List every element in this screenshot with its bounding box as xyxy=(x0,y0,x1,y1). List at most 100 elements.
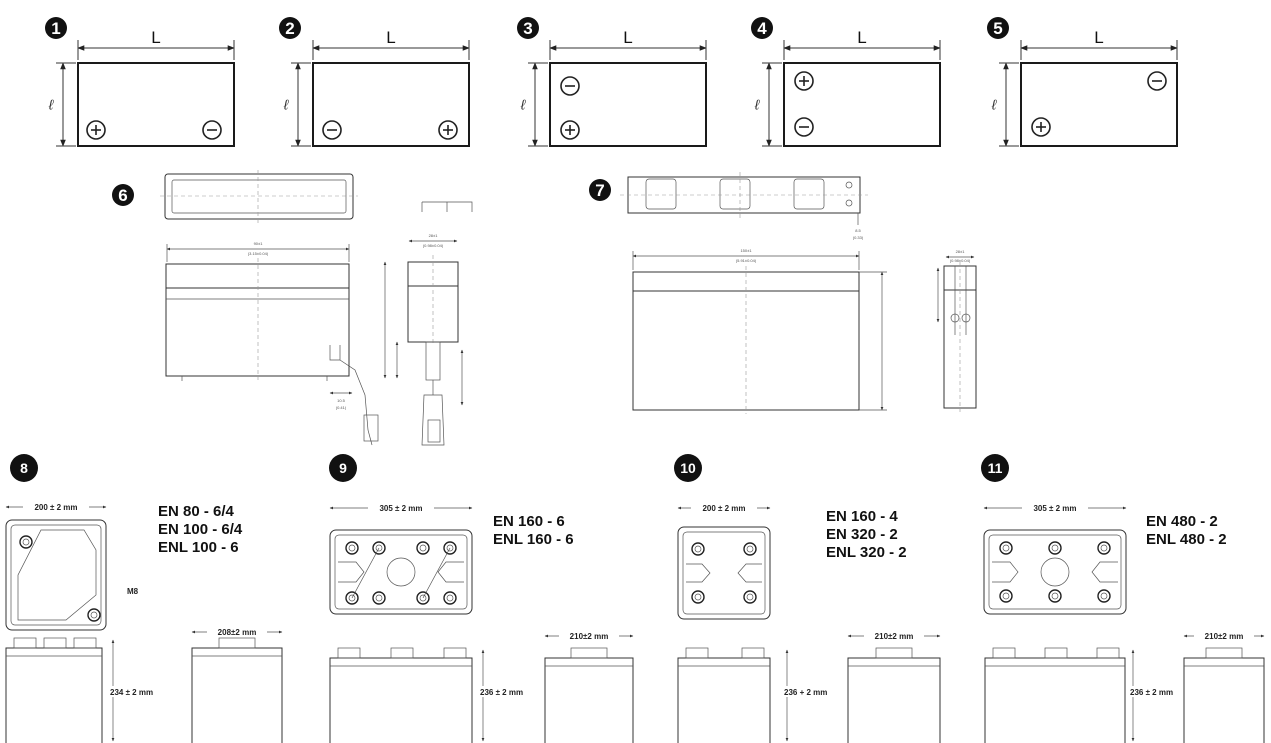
terminal-post-icon xyxy=(691,542,705,556)
model-name: EN 160 - 4 xyxy=(826,508,898,525)
depth-dimension: 208±2 mm xyxy=(218,628,257,637)
number-label: 2 xyxy=(285,19,294,38)
label-bg xyxy=(864,630,924,641)
front-view xyxy=(165,263,350,377)
number-badge xyxy=(279,17,301,39)
number-badge xyxy=(987,17,1009,39)
terminal-circle xyxy=(322,120,342,140)
dim-text: (0.33) xyxy=(853,235,864,240)
top-view-inner xyxy=(682,531,766,615)
terminal-post-inner xyxy=(1100,592,1108,600)
dim-text: (0.41) xyxy=(336,405,347,410)
dim-text: 10.5 xyxy=(337,398,346,403)
number-badge xyxy=(45,17,67,39)
width-label: ℓ xyxy=(283,97,289,113)
number-label: 9 xyxy=(339,460,347,476)
terminal-circle xyxy=(794,71,814,91)
positive-terminal-icon: + xyxy=(560,120,580,140)
terminal-post-icon xyxy=(345,541,359,555)
terminal-cap xyxy=(13,637,37,649)
connector-bar xyxy=(422,547,451,599)
terminal-post-icon xyxy=(999,541,1013,555)
arrow-marker xyxy=(992,561,1019,583)
terminal-circle xyxy=(794,117,814,137)
terminal-post-icon xyxy=(1048,589,1062,603)
terminal-cap xyxy=(337,647,361,659)
terminal-cap xyxy=(1044,647,1068,659)
length-label: L xyxy=(386,28,395,47)
height-dimension: 234 ± 2 mm xyxy=(110,688,153,697)
handle xyxy=(570,647,608,659)
top-view-inner xyxy=(10,524,102,626)
dim-text: (3.15±0.04) xyxy=(248,251,269,256)
label-bg xyxy=(1129,686,1185,697)
terminal-cap xyxy=(992,647,1016,659)
depth-dimension: 210±2 mm xyxy=(570,632,609,641)
terminal-post-inner xyxy=(446,544,454,552)
top-view-inner xyxy=(988,534,1122,610)
negative-terminal-icon: − xyxy=(322,120,342,140)
terminal-circle xyxy=(1031,117,1051,137)
terminal-post-icon xyxy=(416,541,430,555)
length-label: L xyxy=(1094,28,1103,47)
top-view xyxy=(329,529,473,615)
label-bg xyxy=(207,626,267,637)
front-view xyxy=(5,647,103,743)
arrow-marker xyxy=(686,563,711,583)
model-name: EN 80 - 6/4 xyxy=(158,503,235,520)
negative-terminal-icon: − xyxy=(794,117,814,137)
arrow-marker xyxy=(437,561,464,583)
negative-terminal-icon: − xyxy=(202,120,222,140)
top-view-inner xyxy=(171,179,347,214)
terminal-circle xyxy=(1147,71,1167,91)
width-label: ℓ xyxy=(991,97,997,113)
length-label: L xyxy=(857,28,866,47)
label-bg xyxy=(368,502,434,513)
width-dimension: 305 ± 2 mm xyxy=(1033,504,1076,513)
terminal-post-inner xyxy=(419,544,427,552)
terminal-post-inner xyxy=(375,544,383,552)
terminal-post-inner xyxy=(746,593,754,601)
number-badge xyxy=(517,17,539,39)
number-badge xyxy=(751,17,773,39)
terminal-post-inner xyxy=(22,538,30,546)
terminal-post-inner xyxy=(694,593,702,601)
dim-text: (0.98±0.04) xyxy=(950,258,971,263)
dim-text: 28±1 xyxy=(429,233,439,238)
number-label: 4 xyxy=(757,19,767,38)
terminal-circle xyxy=(560,76,580,96)
terminal-post-inner xyxy=(348,594,356,602)
depth-dimension: 210±2 mm xyxy=(1205,632,1244,641)
label-bg xyxy=(783,686,839,697)
number-label: 11 xyxy=(988,460,1003,476)
terminal-post-inner xyxy=(1051,592,1059,600)
vent-outline xyxy=(17,529,97,621)
number-badge xyxy=(981,454,1009,482)
width-label: ℓ xyxy=(754,97,760,113)
terminal-post-icon xyxy=(999,589,1013,603)
number-label: 7 xyxy=(595,181,604,200)
number-badge xyxy=(10,454,38,482)
connector-bar xyxy=(351,547,380,599)
model-name: EN 100 - 6/4 xyxy=(158,521,243,538)
positive-terminal-icon: + xyxy=(1031,117,1051,137)
number-badge xyxy=(329,454,357,482)
label-bg xyxy=(109,686,165,697)
battery-outline xyxy=(549,62,707,147)
number-label: 10 xyxy=(680,460,696,476)
arrow-marker xyxy=(1091,561,1118,583)
side-view xyxy=(191,647,283,743)
terminal-post-inner xyxy=(419,594,427,602)
side-view xyxy=(943,265,977,409)
dim-text: (0.98±0.04) xyxy=(423,243,444,248)
label-bg xyxy=(559,630,619,641)
terminal-post-icon xyxy=(1097,589,1111,603)
terminal-post-inner xyxy=(746,545,754,553)
terminal-post-inner xyxy=(446,594,454,602)
terminal-post-icon xyxy=(87,608,101,622)
